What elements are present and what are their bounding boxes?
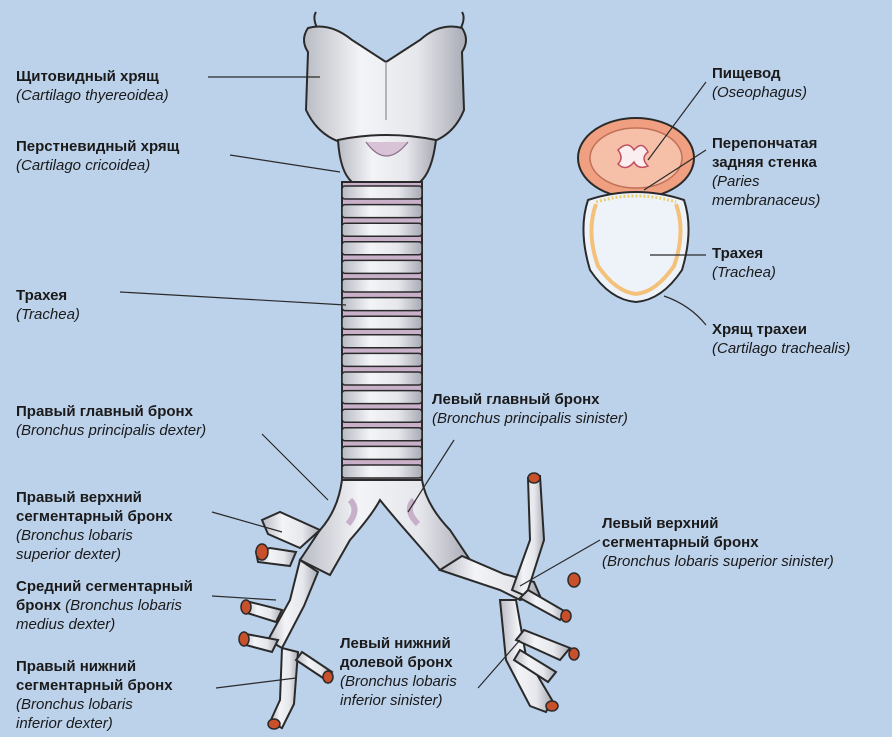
trachea-tube <box>342 182 422 482</box>
right-upper-name-1: Правый верхний <box>16 488 173 507</box>
label-left-main-bronchus: Левый главный бронх (Bronchus principali… <box>432 390 628 428</box>
left-lower-latin-1: (Bronchus lobaris <box>340 672 457 691</box>
tracheal-ring <box>342 260 422 273</box>
right-main-latin: (Bronchus principalis dexter) <box>16 421 206 440</box>
cricoid-latin: (Cartilago cricoidea) <box>16 156 179 175</box>
label-left-upper-bronchus: Левый верхний сегментарный бронх (Bronch… <box>602 514 834 571</box>
cartilage-latin: (Cartilago trachealis) <box>712 339 850 358</box>
tracheal-ring <box>342 335 422 348</box>
left-upper-name-1: Левый верхний <box>602 514 834 533</box>
thyroid-cartilage <box>304 12 466 145</box>
esophagus-name: Пищевод <box>712 64 807 83</box>
trachea-latin: (Trachea) <box>16 305 80 324</box>
left-lower-name-2: долевой бронх <box>340 653 457 672</box>
label-right-upper-bronchus: Правый верхний сегментарный бронх (Bronc… <box>16 488 173 564</box>
thyroid-name: Щитовидный хрящ <box>16 67 169 86</box>
tracheal-ring <box>342 428 422 441</box>
right-upper-latin-2: superior dexter) <box>16 545 173 564</box>
left-lower-name-1: Левый нижний <box>340 634 457 653</box>
tracheal-ring <box>342 205 422 218</box>
label-tracheal-cartilage: Хрящ трахеи (Cartilago trachealis) <box>712 320 850 358</box>
trachea-cross-section <box>578 118 694 302</box>
left-bronchial-tree <box>440 476 570 712</box>
membranous-name-1: Перепончатая <box>712 134 820 153</box>
main-bronchi <box>300 480 470 575</box>
tracheal-ring <box>342 391 422 404</box>
tracheal-ring <box>342 353 422 366</box>
label-middle-bronchus: Средний сегментарный бронх (Bronchus lob… <box>16 577 193 634</box>
tracheal-ring <box>342 223 422 236</box>
trachea-name: Трахея <box>16 286 80 305</box>
right-lower-name-1: Правый нижний <box>16 657 173 676</box>
middle-latin-2: medius dexter) <box>16 615 193 634</box>
tracheal-ring <box>342 409 422 422</box>
label-right-main-bronchus: Правый главный бронх (Bronchus principal… <box>16 402 206 440</box>
label-cricoid-cartilage: Перстневидный хрящ (Cartilago cricoidea) <box>16 137 179 175</box>
tracheal-ring <box>342 372 422 385</box>
right-main-name: Правый главный бронх <box>16 402 206 421</box>
cricoid-name: Перстневидный хрящ <box>16 137 179 156</box>
thyroid-latin: (Cartilago thyereoidea) <box>16 86 169 105</box>
left-main-latin: (Bronchus principalis sinister) <box>432 409 628 428</box>
tracheal-ring <box>342 316 422 329</box>
label-trachea: Трахея (Trachea) <box>16 286 80 324</box>
left-lower-latin-2: inferior sinister) <box>340 691 457 710</box>
membranous-latin-2: membranaceus) <box>712 191 820 210</box>
left-upper-name-2: сегментарный бронх <box>602 533 834 552</box>
left-main-name: Левый главный бронх <box>432 390 628 409</box>
cricoid-cartilage <box>338 135 436 182</box>
label-thyroid-cartilage: Щитовидный хрящ (Cartilago thyereoidea) <box>16 67 169 105</box>
label-section-trachea: Трахея (Trachea) <box>712 244 776 282</box>
right-lower-name-2: сегментарный бронх <box>16 676 173 695</box>
label-left-lower-bronchus: Левый нижний долевой бронх (Bronchus lob… <box>340 634 457 710</box>
esophagus-latin: (Oseophagus) <box>712 83 807 102</box>
middle-latin-1: (Bronchus lobaris <box>65 597 182 614</box>
right-lower-latin-1: (Bronchus lobaris <box>16 695 173 714</box>
label-esophagus: Пищевод (Oseophagus) <box>712 64 807 102</box>
membranous-name-2: задняя стенка <box>712 153 820 172</box>
tracheal-ring <box>342 446 422 459</box>
section-trachea-latin: (Trachea) <box>712 263 776 282</box>
middle-name-2: бронх <box>16 597 61 614</box>
label-membranous-wall: Перепончатая задняя стенка (Paries membr… <box>712 134 820 210</box>
left-upper-latin: (Bronchus lobaris superior sinister) <box>602 552 834 571</box>
right-upper-latin-1: (Bronchus lobaris <box>16 526 173 545</box>
right-lower-latin-2: inferior dexter) <box>16 714 173 733</box>
section-trachea-name: Трахея <box>712 244 776 263</box>
middle-name-1: Средний сегментарный <box>16 577 193 596</box>
right-upper-name-2: сегментарный бронх <box>16 507 173 526</box>
tracheal-ring <box>342 186 422 199</box>
tracheal-ring <box>342 298 422 311</box>
membranous-latin-1: (Paries <box>712 172 820 191</box>
tracheal-ring <box>342 242 422 255</box>
label-right-lower-bronchus: Правый нижний сегментарный бронх (Bronch… <box>16 657 173 733</box>
cartilage-name: Хрящ трахеи <box>712 320 850 339</box>
tracheal-ring <box>342 279 422 292</box>
tracheal-ring <box>342 465 422 478</box>
